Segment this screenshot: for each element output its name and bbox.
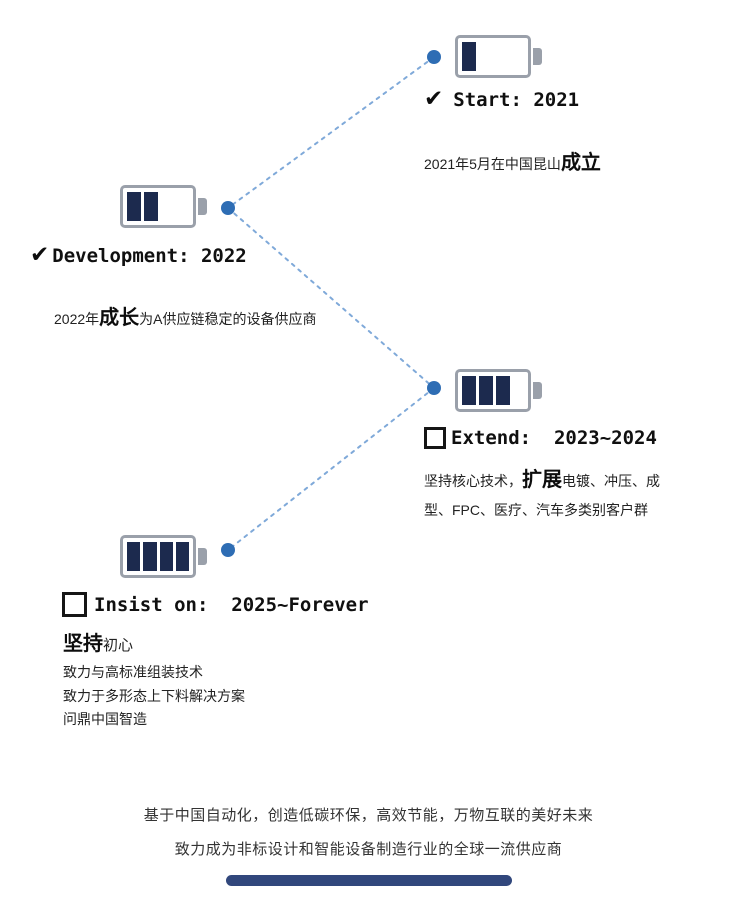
battery-body [455,369,531,412]
milestone-extend-desc: 坚持核心技术，扩展电镀、冲压、成型、FPC、医疗、汽车多类别客户群 [424,466,666,525]
headline-highlight: 坚持 [63,633,103,655]
desc-highlight: 成长 [99,307,140,329]
battery-cell [127,542,141,571]
footer-line2: 致力成为非标设计和智能设备制造行业的全球一流供应商 [174,841,563,858]
battery-terminal [198,548,207,565]
connector-line-3 [227,387,435,551]
insist-line: 问鼎中国智造 [63,711,147,727]
timeline-dot-insist [221,543,235,557]
footer-bar [225,875,512,886]
battery-cell [496,376,510,405]
battery-cell [159,542,173,571]
milestone-insist-title: Insist on: 2025~Forever [62,592,369,617]
battery-cell [143,542,157,571]
battery-cell [127,192,141,221]
milestone-insist-title-text: Insist on: 2025~Forever [94,593,369,616]
battery-icon-one-bar [455,35,542,78]
milestone-start-desc: 2021年5月在中国昆山成立 [424,146,601,175]
milestone-insist-headline: 坚持初心 [63,627,133,656]
desc-text: 2022年 [54,311,100,327]
battery-cell [462,376,476,405]
battery-icon-two-bars [120,185,207,228]
milestone-development-desc: 2022年成长为A供应链稳定的设备供应商 [54,301,317,330]
desc-text: 坚持核心技术， [424,473,522,489]
footer-line1: 基于中国自动化，创造低碳环保，高效节能，万物互联的美好未来 [143,807,594,824]
milestone-extend-title: Extend: 2023~2024 [424,427,657,449]
milestone-start-title-text: Start: 2021 [453,88,580,111]
checkbox-icon [62,592,87,617]
milestone-extend-title-text: Extend: 2023~2024 [451,427,657,449]
desc-text: 为A供应链稳定的设备供应商 [139,311,317,327]
connector-line-1 [227,56,435,209]
check-icon: ✔ [30,242,50,268]
battery-cell [175,542,189,571]
desc-highlight: 扩展 [522,469,562,491]
desc-highlight: 成立 [560,152,601,174]
checkbox-icon [424,427,446,449]
battery-cell [144,192,158,221]
headline-rest: 初心 [103,637,134,654]
milestone-development-title: ✔ Development: 2022 [30,244,247,267]
footer: 基于中国自动化，创造低碳环保，高效节能，万物互联的美好未来 致力成为非标设计和智… [0,804,737,886]
battery-cell [462,42,476,71]
battery-cell [479,376,493,405]
desc-text: 电镀、冲压、成型、FPC、医疗、汽车多类别客户群 [424,473,660,518]
desc-text: 2021年5月在中国昆山 [424,156,561,172]
battery-icon-three-bars [455,369,542,412]
battery-body [120,535,196,578]
battery-terminal [198,198,207,215]
timeline-dot-development [221,201,235,215]
connector-line-2 [227,207,435,389]
timeline-dot-start [427,50,441,64]
battery-icon-four-bars [120,535,207,578]
milestone-start-title: ✔ Start: 2021 [424,88,579,111]
check-icon: ✔ [424,86,444,112]
timeline-dot-extend [427,381,441,395]
insist-line: 致力与高标准组装技术 [63,664,203,680]
battery-terminal [533,48,542,65]
milestone-insist-lines: 致力与高标准组装技术 致力于多形态上下料解决方案 问鼎中国智造 [63,661,245,732]
insist-line: 致力于多形态上下料解决方案 [63,687,245,704]
battery-body [120,185,196,228]
battery-body [455,35,531,78]
milestone-development-title-text: Development: 2022 [52,244,247,267]
battery-terminal [533,382,542,399]
